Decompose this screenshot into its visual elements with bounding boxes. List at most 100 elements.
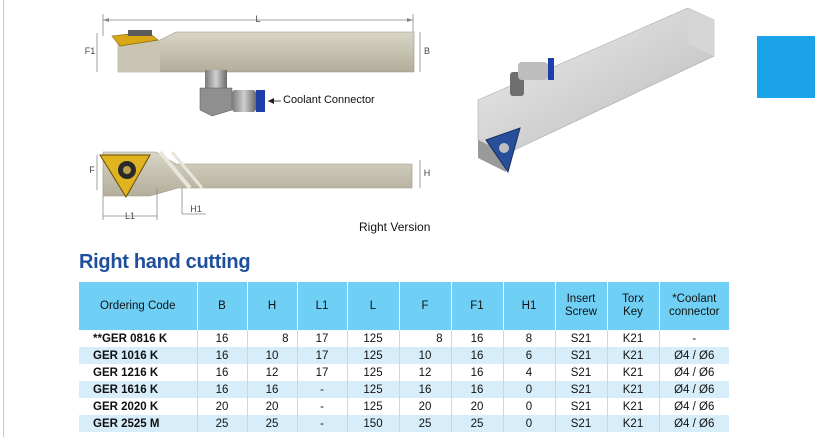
cell: 12 [247, 364, 298, 381]
cell: 16 [197, 381, 248, 398]
cell: 20 [451, 398, 504, 415]
dim-H: H [424, 168, 431, 178]
cell: - [297, 381, 348, 398]
cell: K21 [607, 398, 660, 415]
cell: 6 [503, 347, 556, 364]
tool-holder-render [477, 7, 715, 174]
ordering-code: GER 1616 K [79, 381, 198, 398]
table-row: GER 2020 K 20 20 - 125 20 20 0 S21 K21 Ø… [79, 398, 729, 415]
cell: 20 [247, 398, 298, 415]
cell: - [297, 398, 348, 415]
table-row: GER 1216 K 16 12 17 125 12 16 4 S21 K21 … [79, 364, 729, 381]
cell: 125 [347, 347, 400, 364]
cell: 16 [451, 381, 504, 398]
cell: 125 [347, 364, 400, 381]
cell: S21 [555, 347, 608, 364]
cell: 16 [451, 330, 504, 347]
ordering-code: GER 2020 K [79, 398, 198, 415]
section-title: Right hand cutting [79, 251, 251, 273]
cell: 8 [399, 330, 452, 347]
cell: 10 [399, 347, 452, 364]
coolant-connector-label: Coolant Connector [283, 94, 375, 106]
cell: K21 [607, 330, 660, 347]
frame-divider [3, 0, 4, 437]
col-header: Ordering Code [79, 282, 198, 330]
cell: S21 [555, 364, 608, 381]
cell: 12 [399, 364, 452, 381]
dim-B: B [424, 46, 430, 56]
table-row: GER 2525 M 25 25 - 150 25 25 0 S21 K21 Ø… [79, 415, 729, 432]
cell: - [297, 415, 348, 432]
dim-H1: H1 [190, 204, 202, 214]
cell: 17 [297, 364, 348, 381]
ordering-code: GER 2525 M [79, 415, 198, 432]
cell: 125 [347, 381, 400, 398]
cell: 125 [347, 330, 400, 347]
top-view: L F1 B [85, 14, 430, 117]
cell: Ø4 / Ø6 [659, 398, 729, 415]
col-header: L1 [297, 282, 348, 330]
dim-L: L [255, 14, 260, 24]
cell: 8 [247, 330, 298, 347]
col-header: H1 [503, 282, 556, 330]
dim-L1: L1 [125, 211, 135, 221]
table-row: GER 1616 K 16 16 - 125 16 16 0 S21 K21 Ø… [79, 381, 729, 398]
cell: 16 [451, 364, 504, 381]
col-header: L [347, 282, 400, 330]
cell: K21 [607, 347, 660, 364]
cell: 16 [197, 364, 248, 381]
cell: Ø4 / Ø6 [659, 381, 729, 398]
accent-tab[interactable] [757, 36, 815, 98]
cell: K21 [607, 381, 660, 398]
cell: 16 [399, 381, 452, 398]
cell: Ø4 / Ø6 [659, 415, 729, 432]
cell: 150 [347, 415, 400, 432]
cell: 25 [197, 415, 248, 432]
cell: 4 [503, 364, 556, 381]
cell: 16 [197, 330, 248, 347]
cell: 0 [503, 415, 556, 432]
dim-F: F [89, 165, 95, 175]
tool-holder-drawing: L F1 B F H [85, 7, 715, 221]
ordering-code: **GER 0816 K [79, 330, 198, 347]
cell: Ø4 / Ø6 [659, 364, 729, 381]
cell: 125 [347, 398, 400, 415]
table-row: **GER 0816 K 16 8 17 125 8 16 8 S21 K21 … [79, 330, 729, 347]
cell: 25 [451, 415, 504, 432]
col-header: F1 [451, 282, 504, 330]
cell: K21 [607, 415, 660, 432]
cell: 20 [399, 398, 452, 415]
cell: K21 [607, 364, 660, 381]
dim-F1: F1 [85, 46, 96, 56]
cell: S21 [555, 398, 608, 415]
cell: 10 [247, 347, 298, 364]
cell: S21 [555, 381, 608, 398]
cell: 17 [297, 330, 348, 347]
cell: 16 [197, 347, 248, 364]
table-row: GER 1016 K 16 10 17 125 10 16 6 S21 K21 … [79, 347, 729, 364]
cell: - [659, 330, 729, 347]
cell: 16 [247, 381, 298, 398]
cell: Ø4 / Ø6 [659, 347, 729, 364]
cell: 17 [297, 347, 348, 364]
col-header: F [399, 282, 452, 330]
col-header: B [197, 282, 248, 330]
right-version-label: Right Version [359, 220, 431, 234]
cell: S21 [555, 415, 608, 432]
cell: 0 [503, 381, 556, 398]
side-view: F H L1 H1 [89, 150, 431, 221]
ordering-code: GER 1216 K [79, 364, 198, 381]
cell: S21 [555, 330, 608, 347]
ordering-code: GER 1016 K [79, 347, 198, 364]
cell: 16 [451, 347, 504, 364]
cell: 0 [503, 398, 556, 415]
col-header: H [247, 282, 298, 330]
cell: 8 [503, 330, 556, 347]
cell: 25 [247, 415, 298, 432]
cell: 20 [197, 398, 248, 415]
